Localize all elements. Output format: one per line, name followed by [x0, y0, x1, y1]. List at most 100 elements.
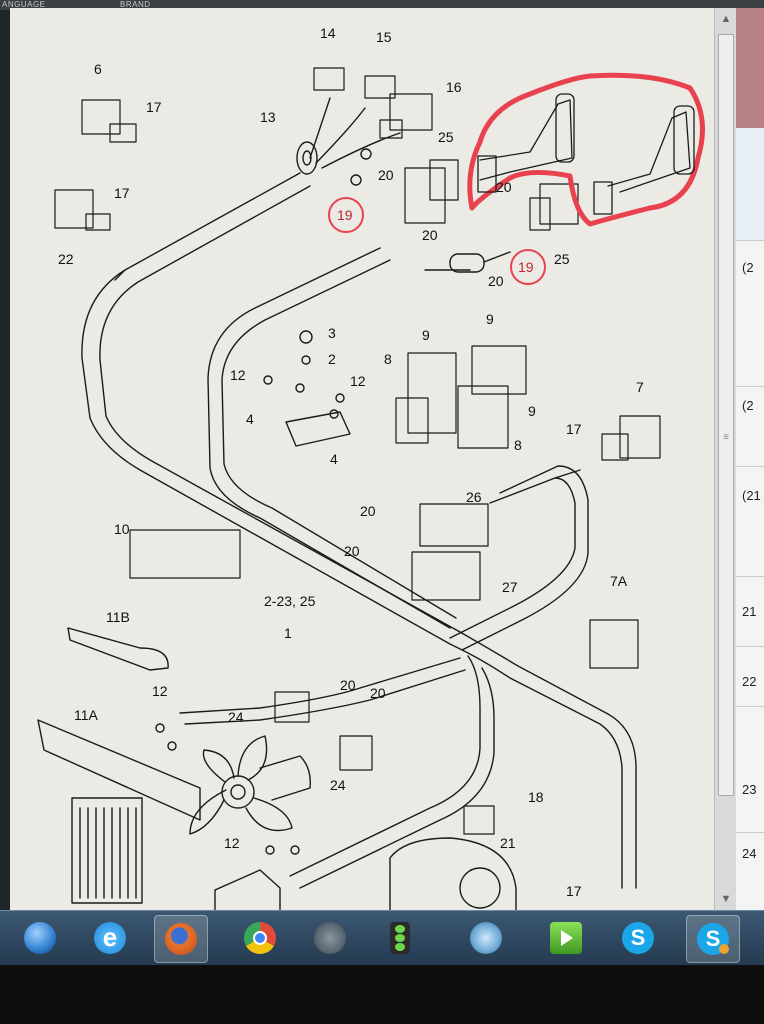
table-cell-text: 21 [742, 604, 757, 619]
label-part-12d: 12 [224, 835, 240, 851]
label-part-7: 7 [636, 379, 644, 395]
part-labels: 14 15 16 6 17 13 25 20 19 20 17 22 20 19… [58, 25, 644, 899]
taskbar-internet-explorer[interactable]: e [84, 915, 136, 961]
table-row: (21 [736, 466, 764, 577]
label-part-8b: 8 [514, 437, 522, 453]
label-part-21: 21 [500, 835, 516, 851]
harness-cable-to-15 [309, 97, 401, 169]
label-part-26: 26 [466, 489, 482, 505]
table-cell-text: (21 [742, 488, 761, 503]
label-part-20h: 20 [370, 685, 386, 701]
label-part-18: 18 [528, 789, 544, 805]
harness-main-tube [81, 172, 637, 889]
scroll-down-arrow-icon[interactable]: ▼ [720, 893, 732, 905]
windows-taskbar: e S [0, 910, 764, 966]
label-part-2: 2 [328, 351, 336, 367]
label-part-8a: 8 [384, 351, 392, 367]
scrollbar-thumb[interactable]: ≡ [718, 34, 734, 796]
label-part-17b: 17 [114, 185, 130, 201]
taskbar-remote-app[interactable] [460, 915, 512, 961]
label-part-22: 22 [58, 251, 74, 267]
table-cell-text: 23 [742, 782, 757, 797]
label-part-9b: 9 [486, 311, 494, 327]
notification-badge-icon [719, 944, 729, 954]
start-button[interactable] [14, 915, 66, 961]
monitor-bezel [0, 965, 764, 1024]
label-part-1: 1 [284, 625, 292, 641]
scroll-up-arrow-icon[interactable]: ▲ [720, 13, 732, 25]
harness-lower-branch [179, 655, 495, 889]
vertical-scrollbar[interactable]: ▲ ≡ ▼ [714, 8, 737, 910]
taskbar-firefox[interactable] [154, 915, 208, 963]
taskbar-steam[interactable] [304, 915, 356, 961]
inline-fuse [424, 251, 511, 273]
label-part-20f: 20 [344, 543, 360, 559]
label-part-20a: 20 [378, 167, 394, 183]
grommet-13 [296, 141, 318, 175]
label-part-20b: 20 [422, 227, 438, 243]
label-part-19a: 19 [337, 207, 353, 223]
browser-toolbar: ANGUAGE BRAND [0, 0, 764, 10]
label-part-20g: 20 [340, 677, 356, 693]
label-part-24b: 24 [330, 777, 346, 793]
label-part-20c: 20 [496, 179, 512, 195]
label-part-17c: 17 [566, 421, 582, 437]
table-row: 23 [736, 706, 764, 833]
label-part-20e: 20 [360, 503, 376, 519]
traffic-light-icon [390, 922, 410, 954]
scrollbar-grip-icon: ≡ [723, 432, 729, 443]
windows-logo-icon [24, 922, 56, 954]
taskbar-traffic-light-app[interactable] [374, 915, 426, 961]
table-cell-text: 24 [742, 846, 757, 861]
harness-branch-left [114, 247, 457, 629]
label-part-11a: 11A [74, 707, 99, 723]
plate-4 [285, 411, 351, 447]
table-row: (2 [736, 240, 764, 387]
table-row [736, 128, 764, 241]
table-row: 21 [736, 576, 764, 647]
highlight-freehand-outline [467, 72, 705, 227]
internet-explorer-icon: e [94, 922, 126, 954]
table-row: 22 [736, 646, 764, 707]
label-part-14: 14 [320, 25, 336, 41]
label-part-6: 6 [94, 61, 102, 77]
table-row: (2 [736, 386, 764, 467]
label-part-17a: 17 [146, 99, 162, 115]
label-part-7a: 7A [610, 573, 628, 589]
table-header-cell [736, 8, 764, 129]
parts-diagram-page: 14 15 16 6 17 13 25 20 19 20 17 22 20 19… [10, 8, 714, 910]
fan-assembly [189, 735, 311, 835]
label-part-25b: 25 [554, 251, 570, 267]
connector-shapes [54, 67, 661, 835]
table-row: 24 [736, 832, 764, 910]
table-cell-text: (2 [742, 398, 754, 413]
highlighted-sensor-connectors [477, 93, 695, 215]
bottom-left-connector [214, 869, 281, 910]
table-cell-text: (2 [742, 260, 754, 275]
terminals [155, 148, 372, 855]
toolbar-brand-label[interactable]: BRAND [120, 0, 151, 9]
label-part-2-23-25: 2-23, 25 [264, 593, 316, 609]
taskbar-skype-active[interactable]: S [686, 915, 740, 963]
taskbar-chrome[interactable] [234, 915, 286, 961]
taskbar-media-app[interactable] [540, 915, 592, 961]
skype-icon: S [622, 922, 654, 954]
label-part-11b: 11B [106, 609, 130, 625]
label-part-16: 16 [446, 79, 462, 95]
toolbar-language-label[interactable]: ANGUAGE [2, 0, 46, 9]
highlight-circle-19a [328, 197, 364, 233]
label-part-9c: 9 [528, 403, 536, 419]
label-part-15: 15 [376, 29, 392, 45]
label-part-4b: 4 [330, 451, 338, 467]
table-cell-text: 22 [742, 674, 757, 689]
radiator-corner [71, 797, 143, 904]
taskbar-skype[interactable]: S [612, 915, 664, 961]
highlight-circle-19b [510, 249, 546, 285]
parts-list-table: (2 (2 (21 21 22 23 24 [736, 8, 764, 910]
label-part-19b: 19 [518, 259, 534, 275]
label-part-4a: 4 [246, 411, 254, 427]
firefox-icon [165, 923, 197, 955]
wiring-harness-diagram: 14 15 16 6 17 13 25 20 19 20 17 22 20 19… [37, 25, 705, 910]
remote-app-icon [470, 922, 502, 954]
label-part-25a: 25 [438, 129, 454, 145]
